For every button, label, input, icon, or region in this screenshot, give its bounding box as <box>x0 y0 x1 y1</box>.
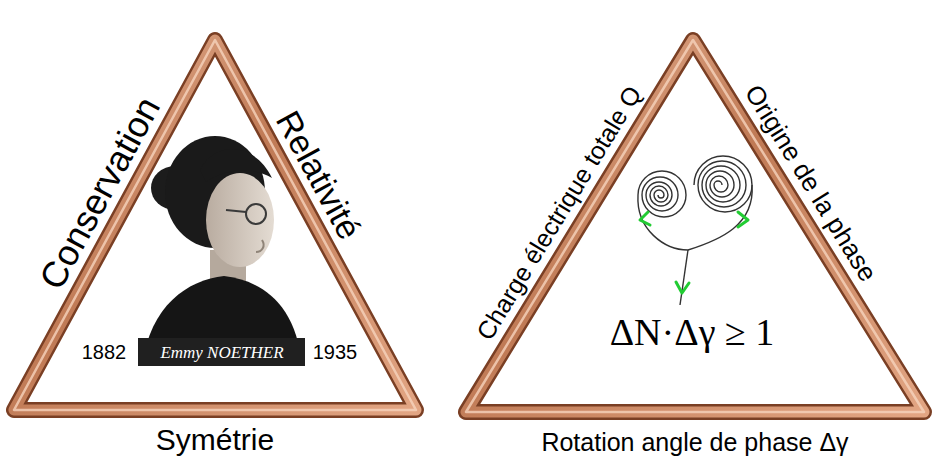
frame-highlight <box>466 40 924 412</box>
spiral-drawing <box>638 156 752 305</box>
frame-highlight <box>14 40 416 410</box>
base-label: Symétrie <box>156 425 274 455</box>
base-label: Rotation angle de phase Δγ <box>541 430 848 455</box>
triangle-frame: ConservationRelativitéSymétrie1882Emmy N… <box>0 0 460 464</box>
frame-copper <box>466 40 924 412</box>
frame-shadow <box>14 40 416 410</box>
side-label: Origine de la phase <box>741 80 882 285</box>
uncertainty-formula: ΔN·Δγ ≥ 1 <box>610 313 775 351</box>
side-label: Charge électrique totale Q <box>472 82 645 344</box>
direction-arrows <box>640 212 748 293</box>
frame-shadow <box>466 40 924 412</box>
frame-copper <box>14 40 416 410</box>
triangle-frame: Charge électrique totale Q Origine de la … <box>460 0 936 464</box>
year-label: 1882 <box>82 342 127 362</box>
portrait-caption: Emmy NOETHER <box>160 344 283 361</box>
year-label: 1935 <box>313 342 358 362</box>
